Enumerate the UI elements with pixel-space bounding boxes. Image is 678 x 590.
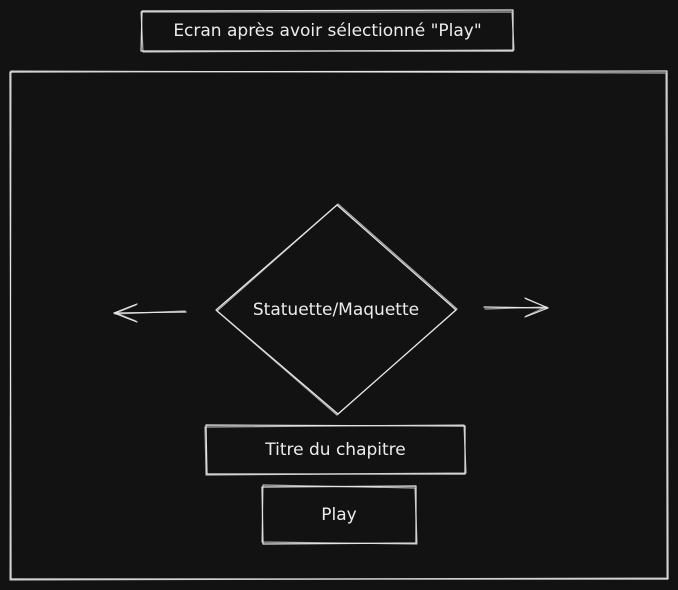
next-button[interactable] <box>478 292 556 324</box>
chapter-title-box <box>204 424 467 476</box>
statuette-label: Statuette/Maquette <box>252 300 420 320</box>
play-button-box <box>261 484 418 545</box>
play-button[interactable] <box>262 487 416 543</box>
arrow-right-icon[interactable] <box>483 297 549 318</box>
play-button-label: Play <box>321 505 357 525</box>
previous-button[interactable] <box>108 298 192 330</box>
statuette-diamond <box>215 203 458 416</box>
screen-title: Ecran après avoir sélectionné "Play" <box>173 21 482 41</box>
screen-frame <box>9 70 669 581</box>
title-box <box>140 9 515 53</box>
arrow-left-icon[interactable] <box>113 303 187 323</box>
chapter-title: Titre du chapitre <box>265 440 406 460</box>
